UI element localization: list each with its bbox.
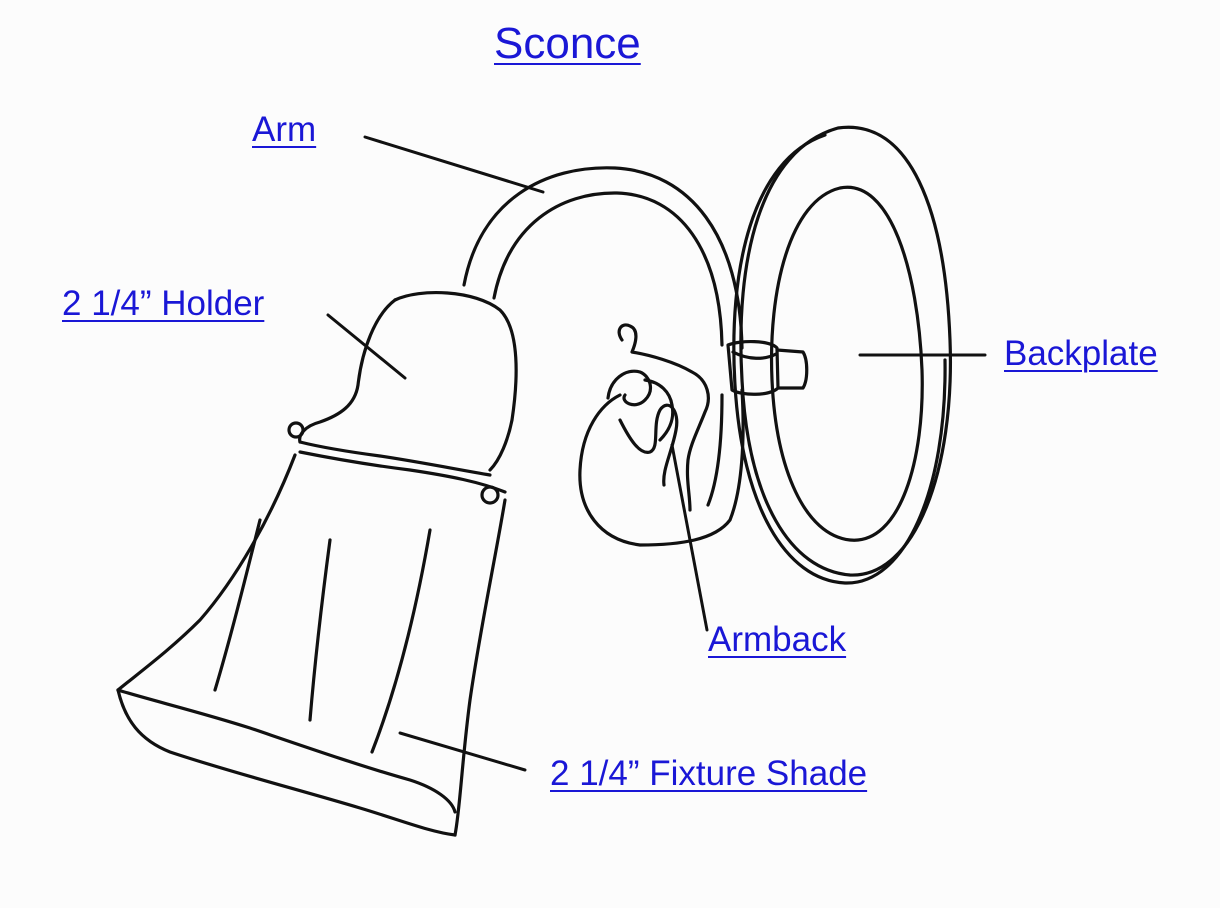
label-armback[interactable]: Armback: [708, 620, 847, 659]
holder-shape: [287, 291, 518, 505]
leader-line-shade: [398, 731, 527, 772]
leader-lines: [326, 135, 987, 772]
label-backplate[interactable]: Backplate: [1004, 334, 1158, 373]
armback-shape: [606, 323, 710, 512]
leader-line-arm: [363, 135, 545, 194]
label-arm[interactable]: Arm: [252, 110, 317, 149]
diagram-title[interactable]: Sconce: [494, 19, 641, 68]
label-fixture-shade[interactable]: 2 1/4” Fixture Shade: [550, 754, 868, 793]
arm-shape: [462, 166, 745, 547]
leader-line-holder: [326, 313, 407, 380]
leader-line-armback: [670, 443, 709, 632]
backplate-shape: [732, 125, 953, 585]
label-holder[interactable]: 2 1/4” Holder: [62, 284, 265, 323]
fixture-shade-shape: [116, 453, 507, 837]
arm-collar-shape: [726, 340, 809, 396]
